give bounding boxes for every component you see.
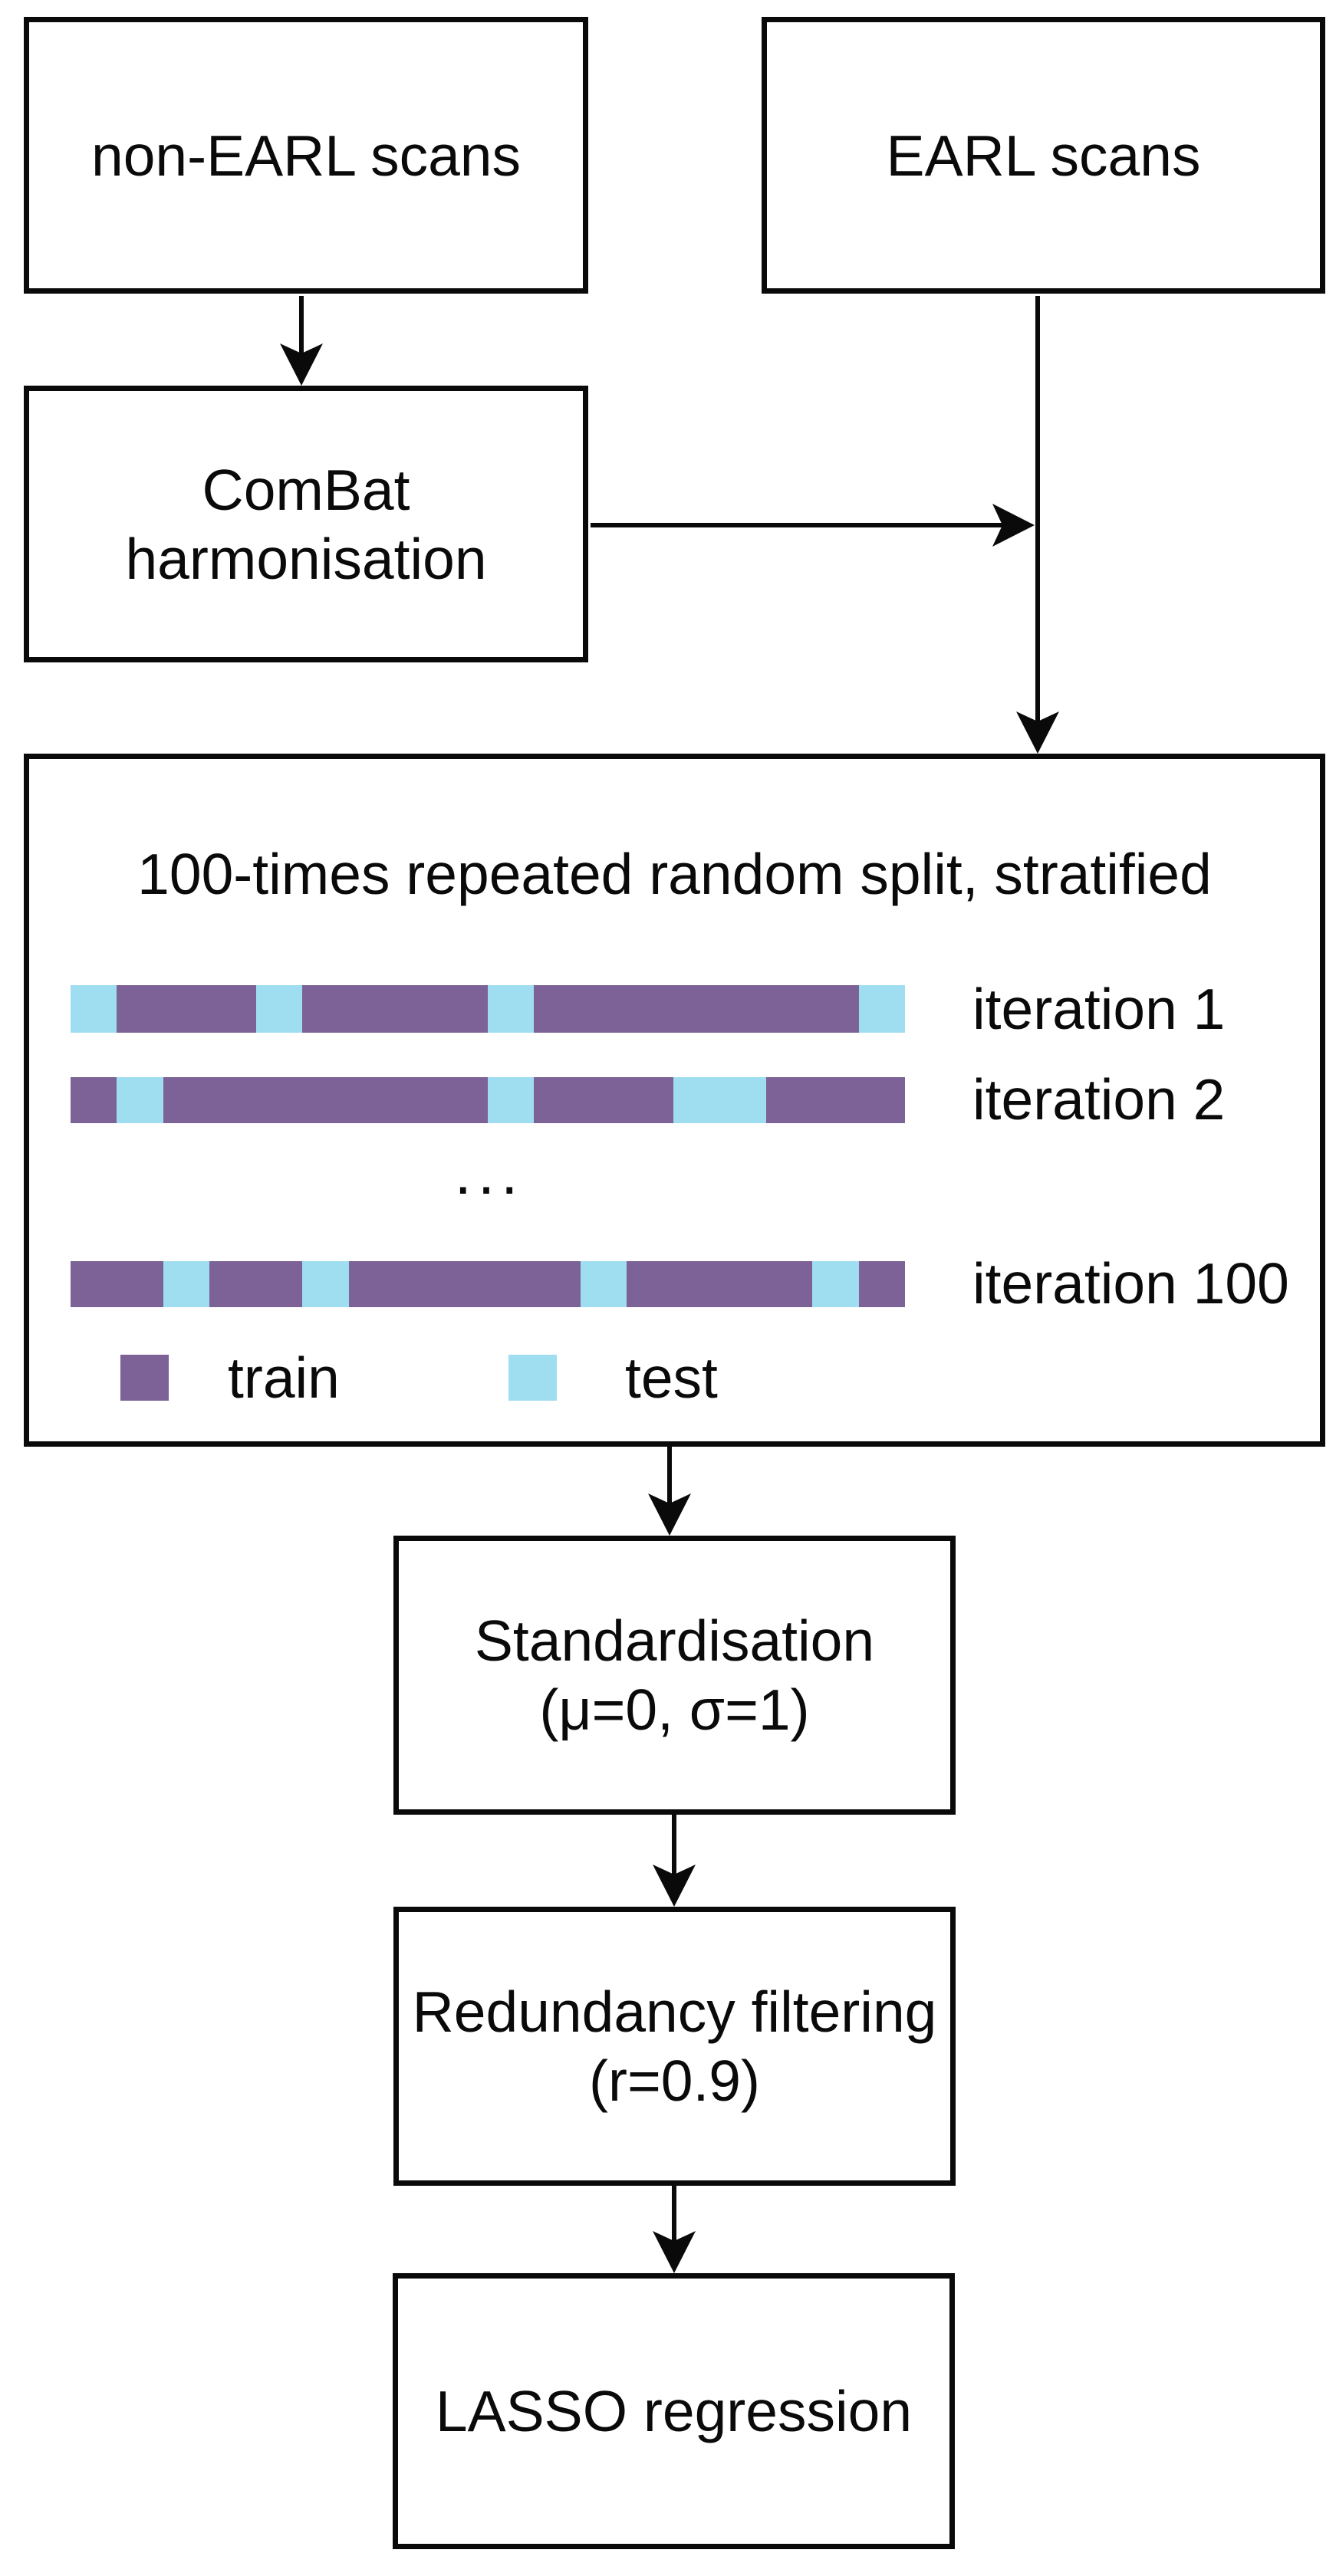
test-segment [858, 985, 905, 1033]
node-combat-harmonisation: ComBat harmonisation [24, 386, 588, 662]
legend-test-swatch [508, 1355, 557, 1401]
iteration-1-bar [71, 985, 905, 1033]
train-segment [209, 1261, 303, 1307]
legend-train-label: train [228, 1346, 340, 1410]
iteration-1-label: iteration 1 [972, 977, 1226, 1041]
node-lasso-regression-label: LASSO regression [435, 2379, 913, 2443]
arrow-combat-to-junction [591, 504, 1035, 547]
node-standardisation-line1: Standardisation [474, 1608, 875, 1673]
split-title: 100-times repeated random split, stratif… [137, 842, 1212, 906]
node-standardisation: Standardisation (μ=0, σ=1) [393, 1536, 956, 1815]
node-standardisation-line2: (μ=0, σ=1) [539, 1677, 810, 1742]
legend-test-label: test [625, 1346, 718, 1410]
arrow-nonearl-to-combat [280, 296, 323, 386]
node-earl-scans-label: EARL scans [886, 123, 1201, 188]
train-segment [765, 1077, 905, 1123]
arrow-redundancy-to-lasso [653, 2186, 696, 2273]
test-segment [812, 1261, 859, 1307]
test-segment [580, 1261, 627, 1307]
iteration-2-bar [71, 1077, 905, 1123]
train-segment [534, 1077, 673, 1123]
train-segment [163, 1077, 488, 1123]
node-redundancy-filtering: Redundancy filtering (r=0.9) [393, 1907, 956, 2186]
train-segment [302, 985, 488, 1033]
node-redundancy-line1: Redundancy filtering [412, 1980, 937, 2044]
train-segment [627, 1261, 813, 1307]
train-segment [858, 1261, 905, 1307]
test-segment [117, 1077, 163, 1123]
test-segment [71, 985, 117, 1033]
node-combat-line1: ComBat [202, 457, 410, 522]
node-redundancy-line2: (r=0.9) [589, 2049, 760, 2113]
test-segment [163, 1261, 210, 1307]
node-repeated-random-split: 100-times repeated random split, stratif… [24, 754, 1325, 1447]
node-lasso-regression: LASSO regression [393, 2273, 955, 2549]
test-segment [302, 1261, 349, 1307]
train-segment [348, 1261, 581, 1307]
arrow-split-to-standardisation [648, 1447, 691, 1536]
train-segment [534, 985, 859, 1033]
iteration-2-label: iteration 2 [972, 1067, 1226, 1132]
arrow-earl-to-split [1016, 296, 1059, 754]
test-segment [487, 1077, 535, 1123]
train-segment [71, 1077, 117, 1123]
node-non-earl-scans-label: non-EARL scans [90, 123, 521, 188]
node-earl-scans: EARL scans [762, 17, 1325, 294]
test-segment [487, 985, 535, 1033]
iterations-ellipsis: ... [454, 1138, 525, 1207]
arrow-standardisation-to-redundancy [653, 1815, 696, 1907]
test-segment [255, 985, 303, 1033]
node-combat-line2: harmonisation [125, 526, 487, 591]
legend-train-swatch [120, 1355, 169, 1401]
iteration-100-label: iteration 100 [972, 1251, 1289, 1316]
test-segment [673, 1077, 766, 1123]
train-segment [117, 985, 256, 1033]
iteration-100-bar [71, 1261, 905, 1307]
node-non-earl-scans: non-EARL scans [24, 17, 588, 294]
train-segment [71, 1261, 163, 1307]
